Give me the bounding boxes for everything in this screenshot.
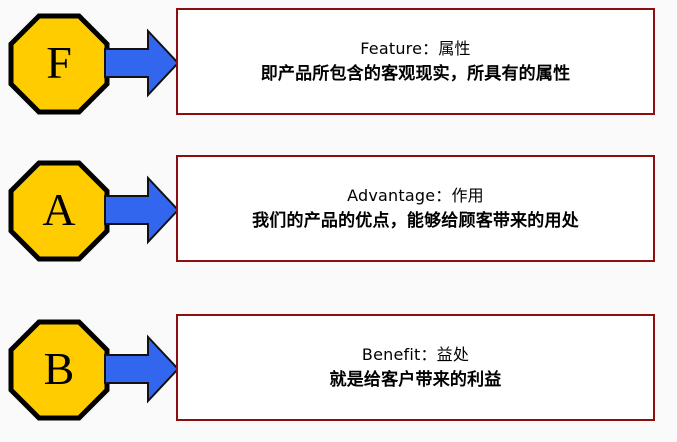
octagon-badge-advantage[interactable]: A bbox=[8, 160, 110, 262]
arrow-benefit bbox=[104, 334, 180, 404]
diagram-row-advantage: A Advantage：作用 我们的产品的优点，能够给顾客带来的用处 bbox=[0, 155, 677, 267]
callout-box-benefit: Benefit：益处 就是给客户带来的利益 bbox=[176, 314, 655, 421]
callout-description: 就是给客户带来的利益 bbox=[329, 369, 502, 390]
octagon-shape-icon bbox=[8, 13, 110, 115]
octagon-shape-icon bbox=[8, 160, 110, 262]
arrow-feature bbox=[104, 28, 180, 98]
right-arrow-icon bbox=[104, 28, 180, 98]
octagon-badge-letter: F bbox=[46, 36, 72, 88]
callout-title: Feature：属性 bbox=[360, 38, 471, 58]
right-arrow-icon bbox=[104, 334, 180, 404]
callout-description: 我们的产品的优点，能够给顾客带来的用处 bbox=[252, 210, 579, 231]
callout-description: 即产品所包含的客观现实，所具有的属性 bbox=[260, 63, 571, 84]
octagon-badge-letter: A bbox=[42, 183, 76, 235]
diagram-row-feature: F Feature：属性 即产品所包含的客观现实，所具有的属性 bbox=[0, 8, 677, 120]
callout-title: Benefit：益处 bbox=[361, 344, 470, 364]
octagon-badge-feature[interactable]: F bbox=[8, 13, 110, 115]
octagon-badge-benefit[interactable]: B bbox=[8, 319, 110, 421]
callout-box-advantage: Advantage：作用 我们的产品的优点，能够给顾客带来的用处 bbox=[176, 155, 655, 262]
arrow-advantage bbox=[104, 175, 180, 245]
diagram-row-benefit: B Benefit：益处 就是给客户带来的利益 bbox=[0, 314, 677, 426]
right-arrow-icon bbox=[104, 175, 180, 245]
octagon-badge-letter: B bbox=[43, 342, 75, 394]
callout-box-feature: Feature：属性 即产品所包含的客观现实，所具有的属性 bbox=[176, 8, 655, 115]
callout-title: Advantage：作用 bbox=[347, 185, 484, 205]
octagon-shape-icon bbox=[8, 319, 110, 421]
